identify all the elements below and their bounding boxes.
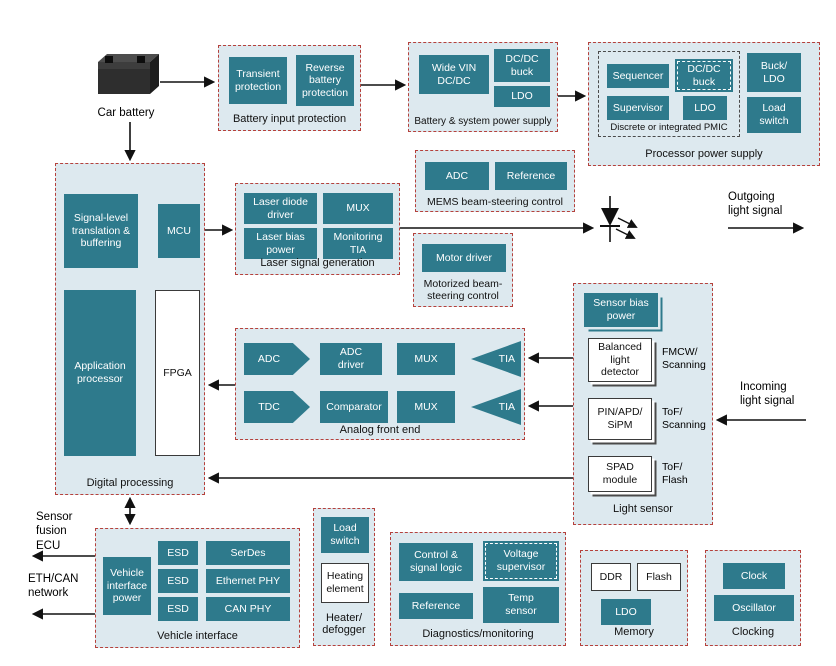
- group-heater-defogger: Load switch Heating element Heater/ defo…: [313, 508, 375, 646]
- block-esd-3[interactable]: ESD: [158, 597, 198, 621]
- group-title-digital-processing: Digital processing: [86, 477, 174, 490]
- group-light-sensor: Sensor bias power Balanced light detecto…: [573, 283, 713, 525]
- block-afe-tia-1[interactable]: TIA: [471, 341, 521, 377]
- group-title-mems-control: MEMS beam-steering control: [427, 195, 563, 208]
- group-title-battery-input: Battery input protection: [232, 113, 347, 126]
- block-laser-bias-power[interactable]: Laser bias power: [244, 228, 317, 259]
- block-pin-apd-sipm[interactable]: PIN/APD/ SiPM: [588, 398, 652, 440]
- block-afe-mux-2[interactable]: MUX: [397, 391, 455, 423]
- block-ldo[interactable]: LDO: [494, 86, 550, 107]
- block-laser-mux[interactable]: MUX: [323, 193, 393, 224]
- block-transient-protection[interactable]: Transient protection: [229, 57, 287, 104]
- block-afe-comparator[interactable]: Comparator: [320, 391, 388, 423]
- group-laser-signal-generation: Laser diode driver MUX Laser bias power …: [235, 183, 400, 275]
- group-title-laser-generation: Laser signal generation: [260, 257, 375, 270]
- block-mems-adc[interactable]: ADC: [425, 162, 489, 190]
- block-serdes[interactable]: SerDes: [206, 541, 290, 565]
- block-buck-ldo[interactable]: Buck/ LDO: [747, 53, 801, 92]
- car-battery-image: [98, 54, 159, 94]
- block-pmic-ldo[interactable]: LDO: [683, 96, 727, 120]
- block-supervisor[interactable]: Supervisor: [607, 96, 669, 120]
- subgroup-title-pmic: Discrete or integrated PMIC: [610, 121, 728, 133]
- block-ethernet-phy[interactable]: Ethernet PHY: [206, 569, 290, 593]
- group-title-vehicle-interface: Vehicle interface: [157, 630, 238, 643]
- block-pmic-dcdc-buck[interactable]: DC/DC buck: [675, 59, 733, 92]
- sensor-fusion-ecu-label: Sensor fusion ECU: [36, 511, 73, 552]
- block-sequencer[interactable]: Sequencer: [607, 64, 669, 88]
- block-afe-adc[interactable]: ADC: [244, 343, 310, 375]
- block-esd-2[interactable]: ESD: [158, 569, 198, 593]
- block-application-processor[interactable]: Application processor: [64, 290, 136, 456]
- group-title-light-sensor: Light sensor: [613, 503, 673, 516]
- laser-diode-icon: [600, 196, 638, 242]
- group-vehicle-interface: Vehicle interface power ESD ESD ESD SerD…: [95, 528, 300, 648]
- block-vehicle-interface-power[interactable]: Vehicle interface power: [103, 557, 151, 615]
- block-motor-driver[interactable]: Motor driver: [422, 244, 506, 272]
- block-ddr[interactable]: DDR: [591, 563, 631, 591]
- block-diag-reference[interactable]: Reference: [399, 593, 473, 619]
- block-spad-module[interactable]: SPAD module: [588, 456, 652, 492]
- group-title-analog-front-end: Analog front end: [339, 424, 421, 437]
- group-title-memory: Memory: [614, 626, 654, 639]
- group-title-motor-control: Motorized beam- steering control: [423, 277, 503, 302]
- block-heater-load-switch[interactable]: Load switch: [321, 517, 369, 553]
- block-fpga[interactable]: FPGA: [155, 290, 200, 456]
- group-title-heater: Heater/ defogger: [322, 611, 366, 637]
- group-digital-processing: Signal-level translation & buffering MCU…: [55, 163, 205, 495]
- block-balanced-light-detector[interactable]: Balanced light detector: [588, 338, 652, 382]
- group-analog-front-end: ADC ADC driver MUX TIA TDC Comparator MU…: [235, 328, 525, 440]
- block-heating-element[interactable]: Heating element: [321, 563, 369, 603]
- block-afe-mux-1[interactable]: MUX: [397, 343, 455, 375]
- block-oscillator[interactable]: Oscillator: [714, 595, 794, 621]
- group-battery-system-power: Wide VIN DC/DC DC/DC buck LDO Battery & …: [408, 42, 558, 132]
- group-memory: DDR Flash LDO Memory: [580, 550, 688, 646]
- group-motorized-beam-steering: Motor driver Motorized beam- steering co…: [413, 233, 513, 307]
- group-title-clocking: Clocking: [731, 626, 775, 639]
- block-clock[interactable]: Clock: [723, 563, 785, 589]
- group-processor-power: Sequencer DC/DC buck Supervisor LDO Disc…: [588, 42, 820, 166]
- block-wide-vin-dcdc[interactable]: Wide VIN DC/DC: [419, 55, 489, 94]
- block-laser-diode-driver[interactable]: Laser diode driver: [244, 193, 317, 224]
- group-clocking: Clock Oscillator Clocking: [705, 550, 801, 646]
- block-voltage-supervisor[interactable]: Voltage supervisor: [483, 541, 559, 581]
- block-temp-sensor[interactable]: Temp sensor: [483, 587, 559, 623]
- group-diagnostics-monitoring: Control & signal logic Voltage superviso…: [390, 532, 566, 646]
- block-esd-1[interactable]: ESD: [158, 541, 198, 565]
- block-can-phy[interactable]: CAN PHY: [206, 597, 290, 621]
- block-mems-reference[interactable]: Reference: [495, 162, 567, 190]
- group-mems-beam-steering: ADC Reference MEMS beam-steering control: [415, 150, 575, 212]
- block-load-switch[interactable]: Load switch: [747, 97, 801, 133]
- block-afe-tia-2[interactable]: TIA: [471, 389, 521, 425]
- block-sensor-bias-power[interactable]: Sensor bias power: [584, 293, 658, 327]
- block-dcdc-buck[interactable]: DC/DC buck: [494, 49, 550, 82]
- block-control-signal-logic[interactable]: Control & signal logic: [399, 543, 473, 581]
- block-monitoring-tia[interactable]: Monitoring TIA: [323, 228, 393, 259]
- label-tof-scanning: ToF/ Scanning: [662, 406, 706, 431]
- incoming-light-label: Incoming light signal: [740, 381, 795, 408]
- block-mcu[interactable]: MCU: [158, 204, 200, 258]
- outgoing-light-label: Outgoing light signal: [728, 191, 783, 218]
- block-reverse-battery-protection[interactable]: Reverse battery protection: [296, 55, 354, 106]
- label-fmcw-scanning: FMCW/ Scanning: [662, 346, 706, 371]
- subgroup-pmic: Sequencer DC/DC buck Supervisor LDO Disc…: [598, 51, 740, 137]
- group-title-battery-system: Battery & system power supply: [414, 115, 552, 127]
- block-flash[interactable]: Flash: [637, 563, 681, 591]
- block-signal-level-translation[interactable]: Signal-level translation & buffering: [64, 194, 138, 268]
- label-tof-flash: ToF/ Flash: [662, 461, 688, 486]
- group-battery-input-protection: Transient protection Reverse battery pro…: [218, 45, 361, 131]
- block-memory-ldo[interactable]: LDO: [601, 599, 651, 625]
- group-title-diagnostics: Diagnostics/monitoring: [422, 628, 534, 641]
- group-title-processor-power: Processor power supply: [645, 148, 763, 161]
- block-afe-tdc[interactable]: TDC: [244, 391, 310, 423]
- car-battery-label: Car battery: [97, 107, 155, 119]
- block-afe-adc-driver[interactable]: ADC driver: [320, 343, 382, 375]
- eth-can-network-label: ETH/CAN network: [28, 573, 79, 600]
